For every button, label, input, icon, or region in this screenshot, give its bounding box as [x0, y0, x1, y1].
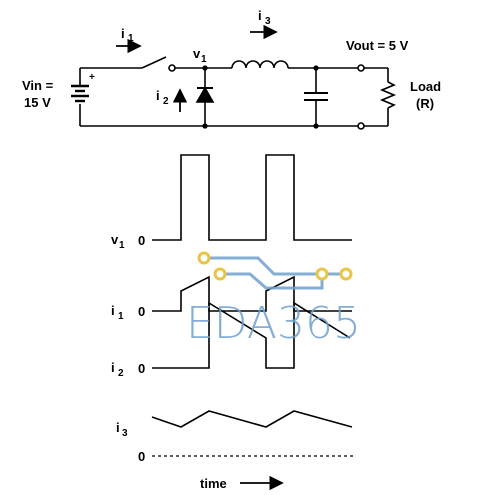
- i3-wave-label: i: [116, 420, 120, 435]
- i1-wave-label: i: [111, 303, 115, 318]
- i2-label: i: [156, 88, 160, 103]
- watermark: EDA365: [186, 251, 361, 349]
- circuit-schematic: [71, 24, 397, 130]
- watermark-trace-icon: [204, 256, 346, 290]
- battery-plus-sign: +: [89, 72, 95, 83]
- battery-symbol: [71, 68, 89, 126]
- diode-symbol: [195, 65, 215, 129]
- load-label-line1: Load: [410, 79, 441, 94]
- v1-zero-label: 0: [138, 233, 145, 248]
- v1-wave-subscript: 1: [119, 240, 125, 251]
- i3-zero-label: 0: [138, 449, 145, 464]
- watermark-dots-icon: [197, 251, 353, 281]
- waveforms: [151, 154, 354, 491]
- time-label: time: [200, 476, 227, 491]
- v1-label: v: [193, 46, 201, 61]
- switch-symbol: [141, 56, 176, 72]
- i3-subscript: 3: [265, 16, 271, 27]
- i1-zero-label: 0: [138, 304, 145, 319]
- i2-zero-label: 0: [138, 361, 145, 376]
- inductor-symbol: [231, 60, 289, 69]
- i2-wave-subscript: 2: [118, 368, 124, 379]
- i2-waveform: [152, 301, 351, 369]
- vout-label: Vout = 5 V: [346, 38, 409, 53]
- capacitor-symbol: [304, 65, 328, 129]
- i3-waveform: [151, 410, 353, 428]
- v1-waveform: [152, 154, 352, 241]
- i1-wave-subscript: 1: [118, 311, 124, 322]
- load-label-line2: (R): [416, 96, 434, 111]
- v1-subscript: 1: [201, 54, 207, 65]
- watermark-text: EDA365: [186, 298, 361, 349]
- i3-wave-subscript: 3: [122, 428, 128, 439]
- i1-label: i: [121, 26, 125, 41]
- load-resistor-symbol: [379, 68, 397, 126]
- i1-subscript: 1: [128, 33, 134, 44]
- i2-wave-label: i: [111, 360, 115, 375]
- v1-wave-label: v: [111, 232, 119, 247]
- vin-label-line1: Vin =: [22, 78, 54, 93]
- i3-label: i: [258, 8, 262, 23]
- i2-subscript: 2: [163, 96, 169, 107]
- i1-waveform: [152, 275, 352, 312]
- vin-label-line2: 15 V: [24, 95, 51, 110]
